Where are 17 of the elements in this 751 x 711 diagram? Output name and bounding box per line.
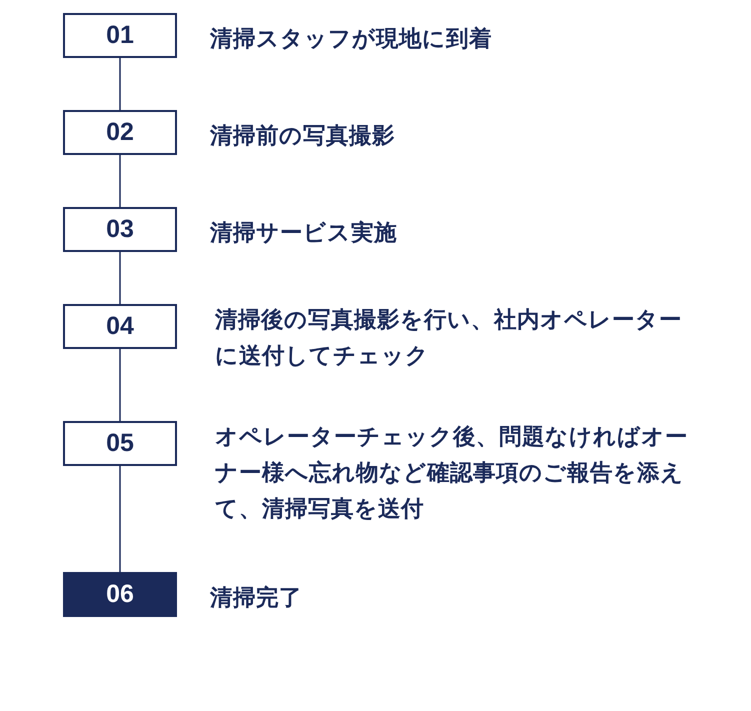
step-description: 清掃後の写真撮影を行い、社内オペレーターに送付してチェック (215, 306, 683, 370)
step-number-box: 02 (63, 110, 177, 155)
connector-line (119, 252, 121, 304)
step-number-box: 01 (63, 13, 177, 58)
step-number-box: 04 (63, 304, 177, 349)
step-description: 清掃サービス実施 (210, 218, 398, 246)
step-number-box: 06 (63, 572, 177, 617)
connector-line (119, 155, 121, 207)
step-description: オペレーターチェック後、問題なければオーナー様へ忘れ物など確認事項のご報告を添えて、清掃写真を送付 (215, 423, 689, 523)
connector-line (119, 466, 121, 572)
step-number-box: 03 (63, 207, 177, 252)
step-description: 清掃スタッフが現地に到着 (210, 24, 493, 52)
step-description: 清掃前の写真撮影 (210, 122, 396, 150)
connector-line (119, 58, 121, 110)
step-number-box: 05 (63, 421, 177, 466)
step-description: 清掃完了 (210, 584, 303, 612)
connector-line (119, 349, 121, 421)
